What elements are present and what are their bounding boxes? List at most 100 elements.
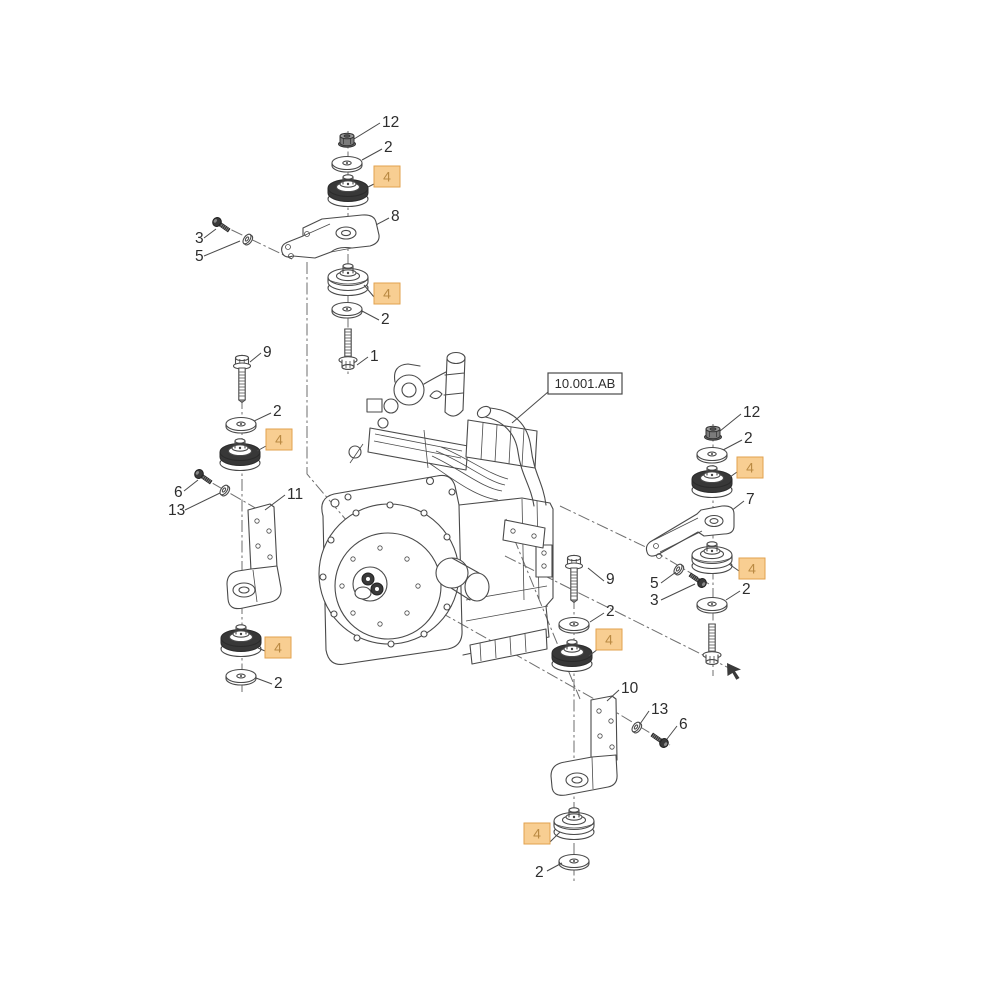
axis-engine-to-bracket10-a [505, 518, 581, 700]
small-washer-drawing [240, 232, 255, 247]
leader-line [361, 148, 383, 161]
leader-line [184, 492, 221, 511]
reference-leader-line [511, 391, 549, 424]
callout-2: 2 [744, 430, 753, 447]
washer-drawing [331, 301, 363, 319]
rubber-mount-drawing [551, 639, 593, 673]
leader-line [356, 356, 369, 366]
callout-9: 9 [606, 571, 615, 588]
callout-12: 12 [382, 114, 399, 131]
svg-text:4: 4 [605, 632, 613, 648]
svg-text:4: 4 [746, 460, 754, 476]
callout-12: 12 [743, 404, 760, 421]
leader-line [353, 122, 381, 140]
leader-line [639, 710, 650, 725]
rubber-mount-drawing [553, 807, 595, 841]
rubber-mount-drawing [691, 541, 733, 575]
highlight-callout-4[interactable]: 4 [363, 282, 401, 305]
bracket-11-drawing [226, 503, 282, 610]
leader-line [606, 689, 620, 702]
reference-label[interactable]: 10.001.AB [555, 376, 616, 391]
highlight-callout-4[interactable]: 4 [523, 822, 561, 845]
leader-line [719, 413, 742, 432]
bracket-10-drawing [550, 695, 618, 796]
callout-11: 11 [287, 486, 303, 503]
leader-line [729, 471, 738, 478]
assembly-top: 12 2 4 8 4 2 1 [195, 114, 401, 370]
rubber-mount-drawing [327, 263, 369, 297]
leader-line [363, 284, 375, 298]
svg-text:4: 4 [383, 286, 391, 302]
leader-line [725, 590, 741, 601]
center-axis-lines [194, 131, 732, 882]
svg-text:4: 4 [274, 640, 282, 656]
callout-3: 3 [650, 592, 659, 609]
washer-drawing [696, 596, 728, 614]
leader-line [587, 567, 605, 582]
assembly-right: 12 2 4 7 4 5 3 [645, 404, 766, 680]
callout-2: 2 [384, 139, 393, 156]
callout-5: 5 [650, 575, 659, 592]
bolt-drawing [702, 623, 722, 665]
callout-9: 9 [263, 344, 272, 361]
leader-line [546, 862, 563, 872]
callout-13: 13 [651, 701, 668, 718]
leader-line [249, 352, 262, 363]
leader-line [203, 240, 241, 257]
leader-line [257, 647, 266, 652]
highlight-callout-4[interactable]: 4 [728, 557, 766, 580]
leader-line [264, 494, 286, 511]
leader-line [728, 563, 740, 572]
leader-line [666, 725, 678, 740]
svg-text:4: 4 [533, 826, 541, 842]
callout-8: 8 [391, 208, 400, 225]
leader-line [183, 479, 199, 492]
axis-bolt6-13-left [194, 472, 265, 514]
callout-2: 2 [535, 864, 544, 881]
reference-box[interactable] [547, 372, 623, 395]
small-washer-drawing [671, 562, 686, 577]
rubber-mount-drawing [219, 438, 261, 472]
callout-6: 6 [679, 716, 688, 733]
nut-drawing [704, 425, 722, 441]
highlight-callout-4[interactable]: 4 [256, 428, 293, 452]
washer-drawing [225, 416, 257, 434]
leader-line [253, 412, 272, 422]
bracket-7-drawing [645, 505, 735, 559]
section-reference[interactable]: 10.001.AB [511, 372, 623, 424]
callout-2: 2 [606, 603, 615, 620]
svg-text:4: 4 [383, 169, 391, 185]
callout-2: 2 [273, 403, 282, 420]
rubber-mount-drawing [220, 624, 262, 658]
leader-line [589, 612, 605, 623]
leader-line [722, 439, 743, 451]
bolt-drawing [232, 354, 252, 404]
leader-line [256, 445, 267, 452]
callout-2: 2 [742, 581, 751, 598]
bolt-drawing [338, 328, 358, 370]
highlight-callout-4[interactable]: 4 [373, 165, 401, 188]
highlight-callout-4[interactable]: 4 [588, 628, 623, 657]
callout-3: 3 [195, 230, 204, 247]
rubber-mount-drawing [691, 465, 733, 499]
small-washer-drawing [217, 483, 232, 498]
bracket-8-drawing [281, 214, 380, 259]
leader-line [660, 583, 696, 601]
washer-drawing [558, 616, 590, 634]
assembly-left: 9 2 4 6 13 11 4 [168, 344, 303, 692]
small-bolt-drawing [210, 215, 233, 235]
axis-engine-to-bracket10-b [439, 611, 597, 701]
leader-line [549, 831, 561, 843]
callout-5: 5 [195, 248, 204, 265]
axis-bracket8-to-engine [306, 262, 348, 522]
callout-10: 10 [621, 680, 639, 697]
callout-1: 1 [370, 348, 379, 365]
washer-drawing [558, 853, 590, 871]
highlight-callout-4[interactable]: 4 [729, 456, 764, 479]
highlight-callout-4[interactable]: 4 [257, 636, 292, 659]
svg-text:4: 4 [275, 432, 283, 448]
small-bolt-drawing [192, 467, 215, 487]
svg-text:4: 4 [748, 561, 756, 577]
